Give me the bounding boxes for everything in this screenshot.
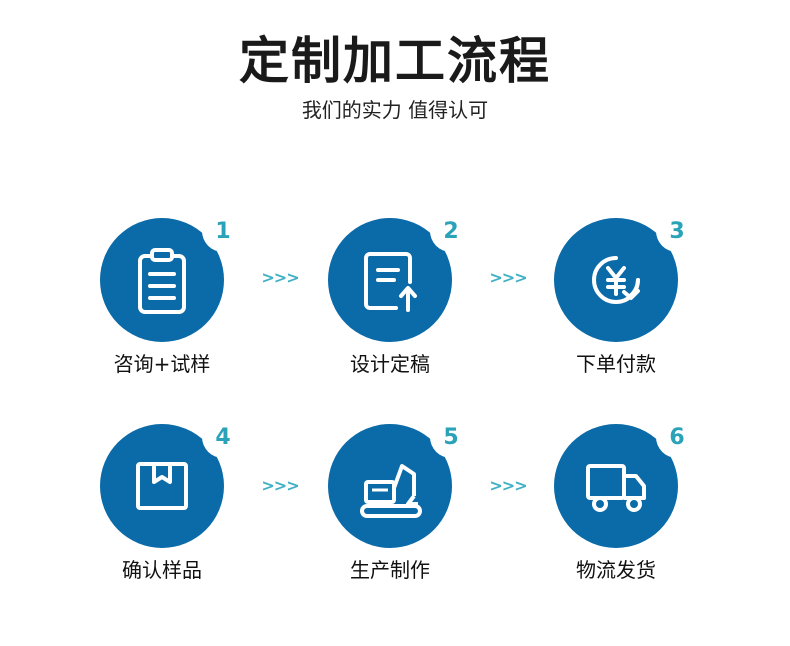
clipboard-icon [138, 248, 186, 314]
step-icon-wrap: 2 [290, 210, 490, 342]
package-box-icon [136, 462, 188, 510]
document-upload-icon [364, 252, 417, 312]
process-step-2: 2 设计定稿 [290, 210, 490, 400]
step-icon-wrap: 3 [516, 210, 716, 342]
step-number-badge: 3 [656, 210, 698, 252]
process-step-1: 1 咨询+试样 [62, 210, 262, 400]
yen-payment-icon [592, 256, 640, 304]
process-step-5: 5 生产制作 [290, 416, 490, 606]
step-label: 咨询+试样 [113, 352, 211, 376]
excavator-icon [360, 464, 422, 518]
step-label: 生产制作 [350, 558, 430, 582]
step-number-badge: 4 [202, 416, 244, 458]
page-subtitle: 我们的实力 值得认可 [301, 98, 489, 122]
process-step-3: 3 下单付款 [516, 210, 716, 400]
process-step-4: 4 确认样品 [62, 416, 262, 606]
arrow-connector: >>> [261, 476, 299, 495]
page-title: 定制加工流程 [239, 32, 551, 90]
step-icon-wrap: 4 [62, 416, 262, 548]
step-icon-wrap: 6 [516, 416, 716, 548]
arrow-connector: >>> [261, 268, 299, 287]
step-icon-wrap: 5 [290, 416, 490, 548]
step-label: 确认样品 [122, 558, 202, 582]
step-number-badge: 1 [202, 210, 244, 252]
step-label: 物流发货 [576, 558, 656, 582]
step-icon-wrap: 1 [62, 210, 262, 342]
step-number-badge: 5 [430, 416, 472, 458]
process-step-6: 6 物流发货 [516, 416, 716, 606]
step-number-badge: 2 [430, 210, 472, 252]
step-number-badge: 6 [656, 416, 698, 458]
step-label: 设计定稿 [350, 352, 430, 376]
arrow-connector: >>> [489, 476, 527, 495]
delivery-truck-icon [586, 464, 646, 512]
step-label: 下单付款 [576, 352, 656, 376]
arrow-connector: >>> [489, 268, 527, 287]
